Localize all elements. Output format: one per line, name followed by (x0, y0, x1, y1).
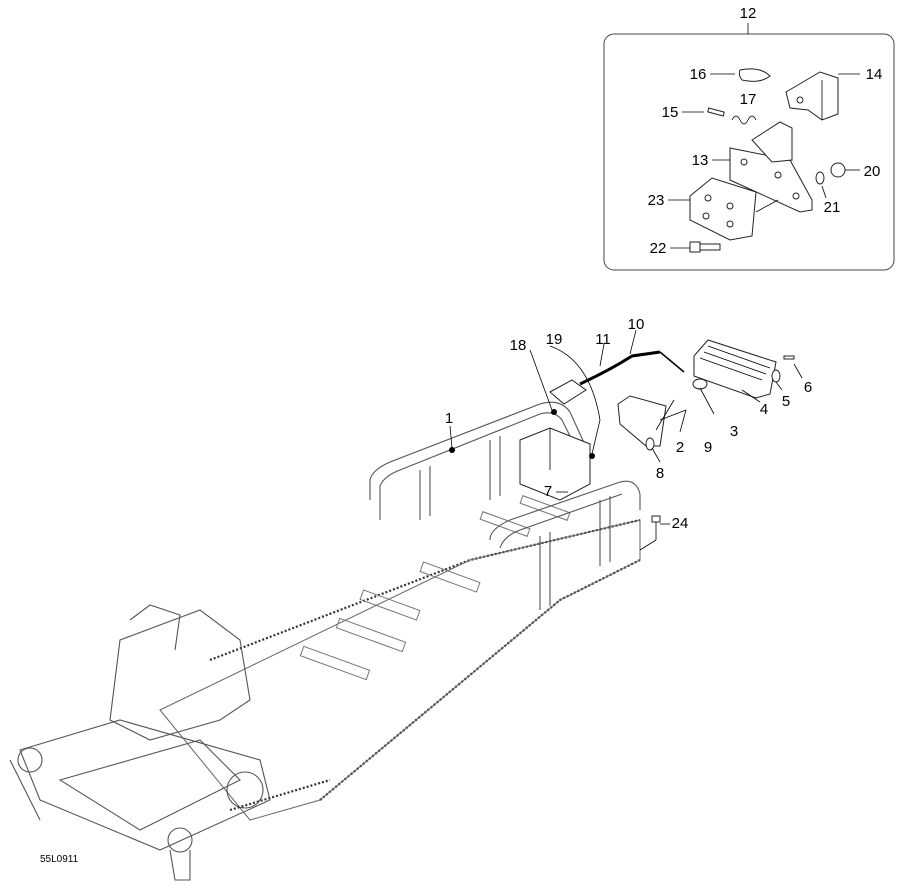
callout-13: 13 (692, 152, 709, 169)
inset-frame (603, 33, 895, 271)
callout-17: 17 (740, 91, 757, 108)
part-10-connector (659, 351, 685, 373)
callout-16: 16 (690, 66, 707, 83)
callout-5: 5 (782, 393, 790, 410)
part-5-washer (771, 369, 781, 383)
callout-labels: 12 16 14 17 15 13 20 23 21 22 10 19 11 1… (40, 5, 882, 865)
chassis-front-edge (229, 778, 331, 812)
callout-9: 9 (704, 439, 712, 456)
callout-8: 8 (656, 465, 664, 482)
part-11-harness (579, 350, 661, 386)
part-16-clip (738, 68, 771, 82)
callout-12: 12 (740, 5, 757, 22)
part-15-pin (707, 107, 725, 117)
tail-light-group (549, 339, 795, 451)
cargo-deck (159, 519, 641, 821)
part-21-washer (815, 171, 825, 185)
part-7-mount-bracket (519, 427, 591, 501)
callout-22: 22 (650, 240, 667, 257)
part-18-connector-block (549, 379, 587, 405)
part-24-bolt (639, 515, 661, 551)
part-6-screw (783, 355, 795, 360)
part-23-pad (689, 177, 757, 241)
callout-21: 21 (824, 199, 841, 216)
callout-18: 18 (510, 337, 527, 354)
part-4-light-housing (693, 339, 777, 399)
callout-10: 10 (628, 316, 645, 333)
part-8-washer (645, 437, 655, 451)
callout-6: 6 (804, 379, 812, 396)
part-9-screw (659, 409, 687, 421)
callout-3: 3 (730, 423, 738, 440)
chassis-lower-rail (319, 559, 641, 801)
callout-23: 23 (648, 192, 665, 209)
part-20-nut (830, 162, 846, 178)
rack-rails (369, 401, 641, 610)
chassis-upper-rail (209, 518, 641, 662)
callout-19: 19 (546, 331, 563, 348)
callout-1: 1 (445, 410, 453, 427)
callout-7: 7 (544, 483, 552, 500)
callout-14: 14 (866, 66, 883, 83)
callout-11: 11 (595, 331, 611, 348)
leader-lines (449, 329, 803, 525)
callout-15: 15 (662, 104, 679, 121)
callout-20: 20 (864, 163, 881, 180)
deck-slots (299, 495, 571, 681)
front-chassis (9, 604, 271, 881)
main-frame-assembly (9, 401, 641, 881)
part-2-bracket-plate (617, 395, 667, 447)
part-22-bolt (689, 241, 721, 253)
part-14-bracket (785, 71, 839, 121)
part-13-plate (729, 121, 813, 213)
part-3-grommet (692, 378, 708, 390)
inset-detail (603, 23, 895, 271)
part-17-spring (731, 115, 757, 125)
reference-code: 55L0911 (40, 854, 79, 865)
callout-24: 24 (672, 515, 689, 532)
callout-4: 4 (760, 401, 768, 418)
callout-2: 2 (676, 439, 684, 456)
